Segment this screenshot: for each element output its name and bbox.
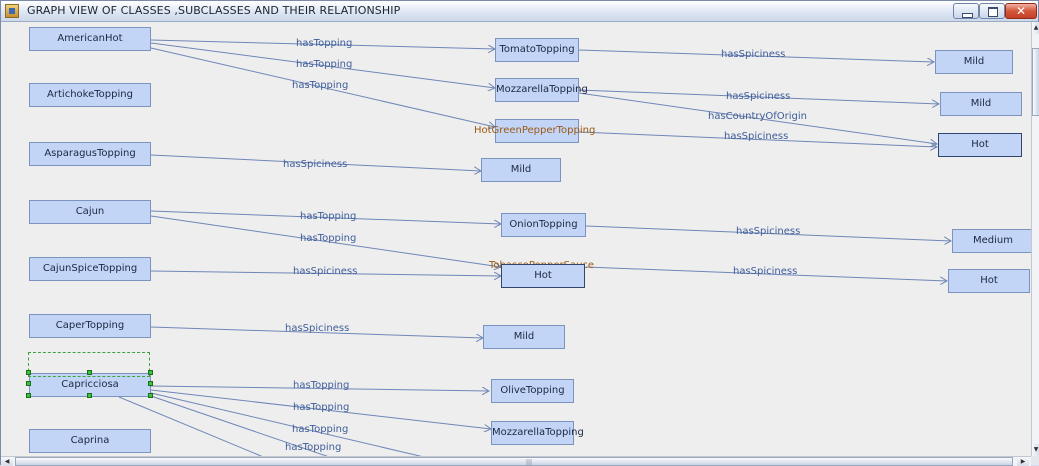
resize-handle[interactable]: [87, 393, 92, 398]
maximize-icon: [980, 4, 1004, 18]
node-artichoketopping[interactable]: ArtichokeTopping: [29, 83, 151, 107]
window-title: GRAPH VIEW OF CLASSES ,SUBCLASSES AND TH…: [27, 4, 401, 17]
node-mild[interactable]: Mild: [483, 325, 565, 349]
node-hotgreenpeppertopping-label: HotGreenPepperTopping: [474, 125, 596, 136]
edge-capricciosa-olive: [150, 385, 489, 391]
relationship-edges: [118, 39, 1031, 456]
edge-label: hasTopping: [296, 59, 353, 70]
edge-capricciosa-offscreen-3: [118, 396, 263, 456]
edge-label: hasCountryOfOrigin: [708, 111, 808, 122]
close-button[interactable]: ✕: [1005, 3, 1037, 19]
edge-americanhot-mozzarella: [150, 42, 495, 88]
edge-americanhot-tomato: [150, 39, 495, 49]
edge-mozzarella-mild: [578, 89, 939, 104]
edge-cajun-onion: [150, 210, 501, 224]
scroll-right-arrow-icon[interactable]: ▶: [1017, 457, 1029, 466]
edge-label: hasTopping: [300, 233, 357, 244]
node-asparagustopping[interactable]: AsparagusTopping: [29, 142, 151, 166]
node-hot[interactable]: Hot: [938, 133, 1022, 157]
edge-label: hasTopping: [293, 402, 350, 413]
node-mozzarellatopping[interactable]: MozzarellaTopping: [491, 421, 584, 445]
resize-handle[interactable]: [87, 370, 92, 375]
edge-label: hasSpiciness: [724, 131, 789, 142]
vertical-scroll-thumb[interactable]: [1032, 48, 1039, 116]
edge-cajunspice-hot: [150, 270, 501, 276]
scrollbar-corner: [1031, 456, 1039, 465]
node-oniontopping[interactable]: OnionTopping: [501, 213, 586, 237]
resize-handle[interactable]: [148, 393, 153, 398]
edge-tobasco-hot: [585, 266, 947, 281]
node-mozzarellatopping[interactable]: MozzarellaTopping: [495, 78, 588, 102]
node-cajun[interactable]: Cajun: [29, 200, 151, 224]
edge-label: hasSpiciness: [285, 323, 350, 334]
edge-capricciosa-offscreen-1: [150, 392, 422, 456]
edge-label: hasTopping: [285, 442, 342, 453]
node-medium[interactable]: Medium: [952, 229, 1034, 253]
edge-label: hasTopping: [292, 80, 349, 91]
node-hotgreenpeppertopping-box[interactable]: [495, 119, 579, 143]
node-americanhot[interactable]: AmericanHot: [29, 27, 151, 51]
resize-handle[interactable]: [148, 370, 153, 375]
resize-handle[interactable]: [148, 381, 153, 386]
scroll-left-arrow-icon[interactable]: ◀: [1, 457, 13, 466]
edge-label: hasTopping: [300, 211, 357, 222]
node-mild[interactable]: Mild: [940, 92, 1022, 116]
edge-label: hasSpiciness: [733, 266, 798, 277]
close-icon: ✕: [1015, 4, 1027, 18]
edge-capricciosa-offscreen-2: [150, 395, 328, 456]
edge-label: hasTopping: [292, 424, 349, 435]
selection-outline: [28, 352, 150, 377]
edge-label: hasSpiciness: [736, 226, 801, 237]
edge-americanhot-hotgreenpepper: [150, 47, 495, 127]
edge-label: hasSpiciness: [721, 49, 786, 60]
edge-cajun-tobasco: [150, 215, 501, 267]
vertical-scrollbar[interactable]: ▲ ▼: [1031, 22, 1039, 456]
edge-asparagus-mild: [150, 154, 481, 171]
node-capertopping[interactable]: CaperTopping: [29, 314, 151, 338]
node-mild[interactable]: Mild: [481, 158, 561, 182]
node-caprina[interactable]: Caprina: [29, 429, 151, 453]
edge-label: hasTopping: [296, 38, 353, 49]
resize-handle[interactable]: [26, 393, 31, 398]
edge-caper-mild: [150, 326, 483, 338]
maximize-button[interactable]: [979, 3, 1005, 19]
node-hot[interactable]: Hot: [501, 264, 585, 288]
node-cajunspicetopping[interactable]: CajunSpiceTopping: [29, 257, 151, 281]
edge-capricciosa-mozzarella: [150, 389, 491, 429]
node-mild[interactable]: Mild: [935, 50, 1013, 74]
resize-handle[interactable]: [26, 370, 31, 375]
edge-tomato-mild: [578, 49, 934, 62]
edge-mozzarella-hot: [578, 92, 937, 144]
scroll-down-arrow-icon[interactable]: ▼: [1032, 444, 1039, 456]
edge-label: hasSpiciness: [283, 159, 348, 170]
minimize-icon: [954, 4, 978, 18]
node-tomatotopping[interactable]: TomatoTopping: [495, 38, 579, 62]
node-olivetopping[interactable]: OliveTopping: [491, 379, 574, 403]
resize-handle[interactable]: [26, 381, 31, 386]
title-bar[interactable]: GRAPH VIEW OF CLASSES ,SUBCLASSES AND TH…: [1, 1, 1038, 22]
scroll-grip-icon: |||: [526, 459, 533, 466]
node-hot[interactable]: Hot: [948, 269, 1030, 293]
edge-onion-medium: [585, 225, 951, 241]
edge-hotgreenpepper-hot: [578, 131, 937, 147]
minimize-button[interactable]: [953, 3, 979, 19]
edge-label: hasSpiciness: [293, 266, 358, 277]
java-app-icon: [5, 4, 19, 18]
scroll-up-arrow-icon[interactable]: ▲: [1032, 22, 1039, 34]
edge-label: hasSpiciness: [726, 91, 791, 102]
edge-label: hasTopping: [293, 380, 350, 391]
